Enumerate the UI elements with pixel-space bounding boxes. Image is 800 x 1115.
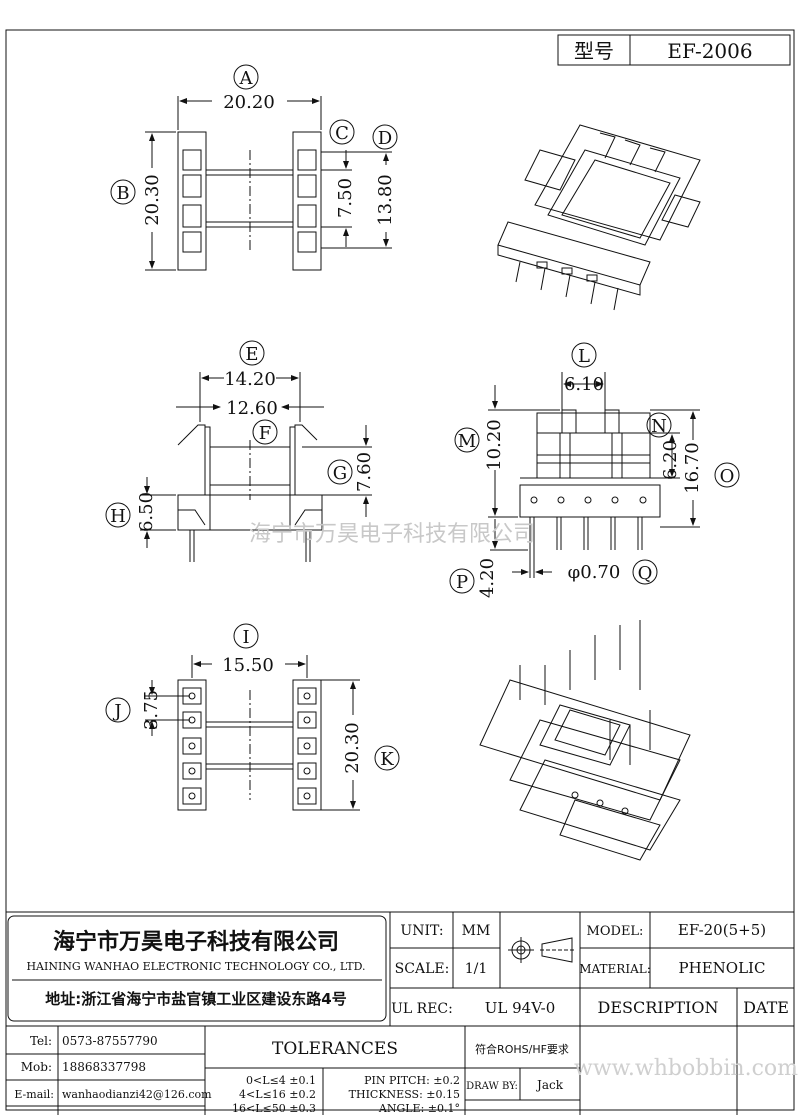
company-name-en: HAINING WANHAO ELECTRONIC TECHNOLOGY CO.…: [26, 960, 365, 973]
material-label: MATERIAL:: [579, 962, 651, 976]
dim-f-letter: F: [259, 423, 272, 444]
isometric-view-bottom: [479, 620, 691, 861]
model-box-label: 型号: [574, 39, 614, 63]
dim-g-letter: G: [333, 463, 347, 484]
dim-g-value: 7.60: [354, 452, 375, 492]
email-value: wanhaodianzi42@126.com: [62, 1088, 212, 1101]
dim-b-value: 20.30: [142, 174, 163, 226]
dim-a-letter: A: [239, 68, 254, 89]
dim-e-letter: E: [245, 344, 258, 365]
dim-n-letter: N: [651, 416, 667, 437]
dim-q-letter: Q: [638, 563, 653, 584]
model-box: 型号 EF-2006: [557, 34, 791, 66]
dim-b-letter: B: [116, 183, 129, 204]
scale-label: SCALE:: [395, 961, 450, 977]
angle-tolerance: ANGLE: ±0.1°: [378, 1102, 460, 1115]
unit-value: MM: [462, 923, 491, 939]
mob-value: 18868337798: [62, 1060, 146, 1074]
ul-rec-value: UL 94V-0: [485, 999, 556, 1017]
dim-f-value: 12.60: [226, 398, 278, 419]
unit-label: UNIT:: [400, 923, 443, 939]
dim-k-letter: K: [380, 749, 394, 770]
dim-d-value: 13.80: [375, 174, 396, 226]
dim-h-value: 6.50: [136, 492, 157, 532]
drawn-by-label: DRAW BY:: [466, 1081, 518, 1092]
dim-o-letter: O: [720, 466, 735, 487]
dim-e-value: 14.20: [224, 369, 276, 390]
dim-i-letter: I: [242, 627, 249, 648]
description-header: DESCRIPTION: [598, 998, 719, 1017]
bottom-view: 15.50 I 3.75 J 20.30 K: [105, 623, 400, 811]
material-value: PHENOLIC: [679, 959, 766, 977]
top-view: 20.20 A 20.30 B 7.50 C 13.80 D: [110, 64, 398, 271]
dim-a-value: 20.20: [223, 92, 275, 113]
dim-m-value: 10.20: [484, 419, 505, 471]
email-label: E-mail:: [14, 1088, 54, 1101]
dim-h-letter: H: [110, 506, 126, 527]
dim-j-letter: J: [112, 701, 121, 722]
dim-l-letter: L: [578, 346, 590, 367]
tolerance-line-2: 4<L≤16 ±0.2: [239, 1088, 316, 1101]
model-value: EF-20(5+5): [678, 921, 766, 939]
dim-j-value: 3.75: [141, 690, 162, 730]
drawing-border: [5, 29, 795, 1111]
dim-i-value: 15.50: [222, 655, 274, 676]
model-label: MODEL:: [587, 924, 644, 939]
dim-l-value: 6.10: [564, 374, 604, 395]
website-watermark: www.whbobbin.com: [574, 1056, 798, 1081]
rohs-note: 符合ROHS/HF要求: [475, 1042, 569, 1056]
scale-value: 1/1: [465, 961, 488, 977]
front-view: 14.20 E 12.60 F 7.60 G 6.50 H: [105, 340, 375, 562]
dim-c-value: 7.50: [335, 178, 356, 218]
model-box-value: EF-2006: [667, 39, 752, 63]
mob-label: Mob:: [21, 1060, 52, 1074]
dim-p-value: 4.20: [477, 558, 498, 598]
dim-m-letter: M: [458, 431, 476, 452]
dim-d-letter: D: [378, 128, 392, 149]
title-block: 海宁市万昊电子科技有限公司 HAINING WANHAO ELECTRONIC …: [6, 911, 798, 1115]
side-view: 6.10 L 10.20 M 6.20 N 16.70 O 4.20 P: [449, 342, 740, 598]
tel-label: Tel:: [30, 1034, 52, 1048]
ul-rec-label: UL REC:: [391, 1001, 453, 1017]
date-header: DATE: [743, 998, 789, 1017]
dim-c-letter: C: [335, 123, 349, 144]
company-address: 地址:浙江省海宁市盐官镇工业区建设东路4号: [45, 990, 346, 1008]
company-name-cn: 海宁市万昊电子科技有限公司: [53, 929, 339, 955]
dim-p-letter: P: [456, 572, 468, 593]
projection-symbol-icon: [508, 937, 575, 963]
pin-pitch-tolerance: PIN PITCH: ±0.2: [364, 1074, 460, 1087]
dim-o-value: 16.70: [682, 442, 703, 494]
isometric-view-top: [497, 124, 701, 311]
tel-value: 0573-87557790: [62, 1034, 158, 1048]
tolerance-line-1: 0<L≤4 ±0.1: [246, 1074, 316, 1087]
tolerance-line-3: 16<L≤50 ±0.3: [232, 1102, 316, 1115]
dim-n-value: 6.20: [660, 440, 681, 480]
thickness-tolerance: THICKNESS: ±0.15: [349, 1088, 460, 1101]
dim-k-value: 20.30: [342, 722, 363, 774]
tolerances-header: TOLERANCES: [272, 1039, 398, 1059]
drawn-by-value: Jack: [535, 1078, 564, 1092]
watermark: 海宁市万昊电子科技有限公司: [249, 522, 535, 547]
dim-q-value: φ0.70: [568, 562, 621, 583]
